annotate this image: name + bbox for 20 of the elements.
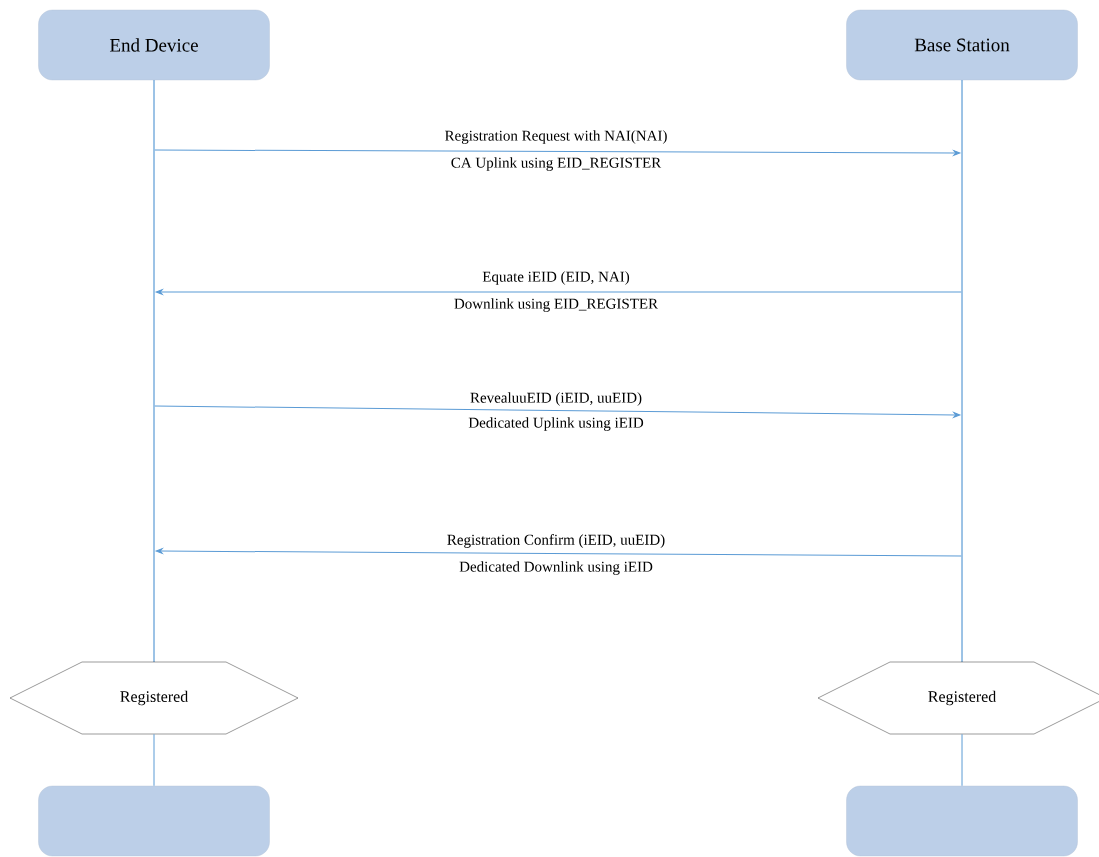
lifeline	[961, 733, 963, 787]
message-arrow	[155, 548, 962, 557]
edge-label: Registration Request with NAI(NAI)	[445, 130, 667, 144]
participant-end-box	[846, 785, 1078, 857]
lifeline	[153, 733, 155, 787]
participant-end-box	[38, 785, 270, 857]
message-arrow	[154, 149, 961, 156]
message-note: Dedicated Uplink using iEID	[468, 417, 644, 431]
edge-label: Equate iEID (EID, NAI)	[482, 271, 630, 285]
message-arrow	[155, 289, 962, 295]
message-note: Downlink using EID_REGISTER	[454, 298, 659, 312]
message-note: Dedicated Downlink using iEID	[459, 561, 653, 575]
participant-box: Base Station	[846, 9, 1078, 81]
edge-label: RevealuuEID (iEID, uuEID)	[470, 392, 642, 406]
state-hexagon: Registered	[817, 661, 1099, 735]
edge-label: Registration Confirm (iEID, uuEID)	[447, 534, 665, 548]
message-arrow	[154, 405, 961, 418]
state-hexagon: Registered	[9, 661, 299, 735]
message-note: CA Uplink using EID_REGISTER	[451, 157, 662, 171]
participant-box: End Device	[38, 9, 270, 81]
